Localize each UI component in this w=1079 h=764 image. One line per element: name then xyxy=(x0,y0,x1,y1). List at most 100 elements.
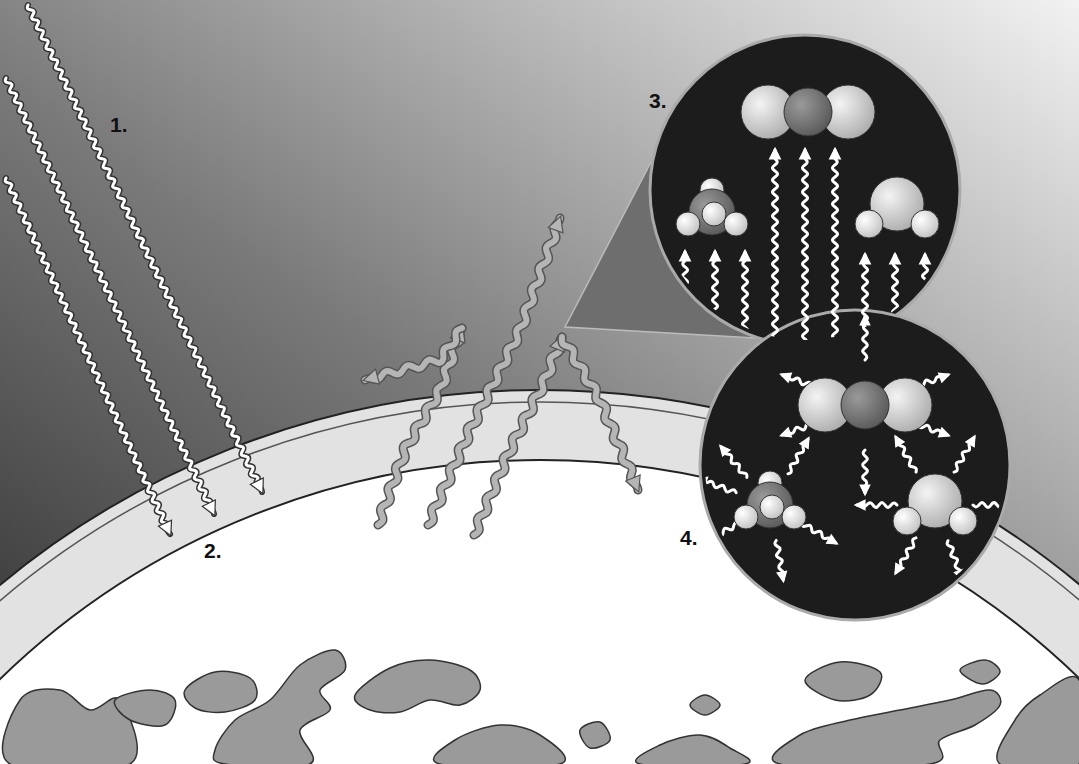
emitted-ray xyxy=(947,541,963,580)
emitted-ray xyxy=(801,523,837,544)
atom-sphere xyxy=(782,505,806,529)
arrow-head xyxy=(680,250,691,261)
wave-line xyxy=(802,150,807,345)
arrow-head xyxy=(626,475,640,492)
arrow-head xyxy=(895,563,904,574)
wave-line xyxy=(365,328,462,380)
arrow-head xyxy=(826,535,837,544)
emission-view xyxy=(697,315,1015,582)
arrow-head xyxy=(158,520,171,536)
emitted-ray xyxy=(720,445,747,477)
sunlight-ray xyxy=(5,178,171,536)
arrow-head xyxy=(954,569,963,580)
emitted-ray xyxy=(860,450,870,495)
wave-outline xyxy=(474,337,562,535)
arrow-head xyxy=(1005,500,1015,510)
arrow-head xyxy=(855,500,865,510)
land-mass xyxy=(354,660,480,713)
arrow-head xyxy=(860,485,870,495)
arrow-head xyxy=(740,250,751,261)
infrared-arrow xyxy=(474,335,564,535)
land-mass xyxy=(805,662,882,701)
callout-number: 2. xyxy=(204,540,222,561)
co2-molecule xyxy=(798,378,932,432)
h2o-molecule xyxy=(893,474,977,535)
arrow-head xyxy=(800,437,809,448)
absorbed-ray xyxy=(740,250,751,345)
emitted-ray xyxy=(697,477,736,492)
wave-line xyxy=(699,479,737,493)
arrow-head xyxy=(860,253,871,264)
wave-outline xyxy=(562,337,638,490)
arrow-head xyxy=(777,571,786,582)
land-mass xyxy=(960,660,1000,684)
arrow-head xyxy=(702,535,713,544)
land-mass xyxy=(636,735,750,764)
atom-sphere xyxy=(949,507,977,535)
wave-line xyxy=(704,523,739,543)
arrow-head xyxy=(202,500,215,516)
arrow-head xyxy=(697,477,708,486)
ch4-molecule xyxy=(734,471,806,529)
wave-line xyxy=(27,5,262,492)
wave-line xyxy=(973,503,1013,508)
atom-sphere xyxy=(784,88,832,136)
land-mass xyxy=(184,671,257,712)
sunlight-ray xyxy=(5,78,215,516)
emitted-ray xyxy=(860,315,870,360)
h2o-molecule xyxy=(855,177,939,238)
arrow-head xyxy=(800,148,811,159)
arrow-head xyxy=(710,250,721,261)
atom-sphere xyxy=(841,381,889,429)
arrow-head xyxy=(830,148,841,159)
arrow-head xyxy=(780,373,791,382)
wave-line xyxy=(772,150,777,345)
infrared-arrow xyxy=(562,337,640,492)
callout-number: 4. xyxy=(680,527,698,548)
arrow-head xyxy=(548,216,563,233)
arrow-head xyxy=(363,369,380,384)
wave-line xyxy=(892,255,897,345)
zoom-circle xyxy=(650,35,960,345)
absorbed-ray xyxy=(920,253,931,345)
atom-sphere xyxy=(724,212,748,236)
atom-sphere xyxy=(911,210,939,238)
arrow-head xyxy=(895,436,904,447)
arrow-head xyxy=(780,428,791,437)
land-mass xyxy=(434,725,566,764)
wave-line xyxy=(562,337,638,490)
emitted-ray xyxy=(855,500,897,510)
land-mass xyxy=(580,722,611,749)
callout-number: 3. xyxy=(649,90,667,111)
wave-outline xyxy=(27,5,262,492)
emitted-ray xyxy=(895,538,916,574)
arrow-head xyxy=(920,253,931,264)
infrared-arrows xyxy=(363,216,640,535)
atom-sphere xyxy=(855,210,883,238)
atom-sphere xyxy=(760,495,784,519)
sunlight-ray xyxy=(27,5,263,494)
co2-molecule xyxy=(741,85,875,139)
wave-outline xyxy=(5,78,214,514)
wave-line xyxy=(742,252,747,345)
ch4-molecule xyxy=(676,178,748,236)
emitted-ray xyxy=(973,500,1015,510)
wave-line xyxy=(832,150,837,345)
emitted-ray xyxy=(775,540,787,581)
absorption-view xyxy=(676,85,939,345)
wave-line xyxy=(474,337,562,535)
wave-line xyxy=(378,328,462,525)
arrow-head xyxy=(890,253,901,264)
emitted-ray xyxy=(788,437,809,473)
sunlight-rays xyxy=(5,5,263,536)
land-mass xyxy=(997,676,1079,764)
wave-outline xyxy=(5,178,170,534)
emitted-ray xyxy=(895,436,916,472)
wave-outline xyxy=(365,328,462,380)
absorbed-ray xyxy=(770,148,781,345)
absorbed-ray xyxy=(890,253,901,345)
arrow-head xyxy=(939,428,950,437)
atom-sphere xyxy=(893,507,921,535)
